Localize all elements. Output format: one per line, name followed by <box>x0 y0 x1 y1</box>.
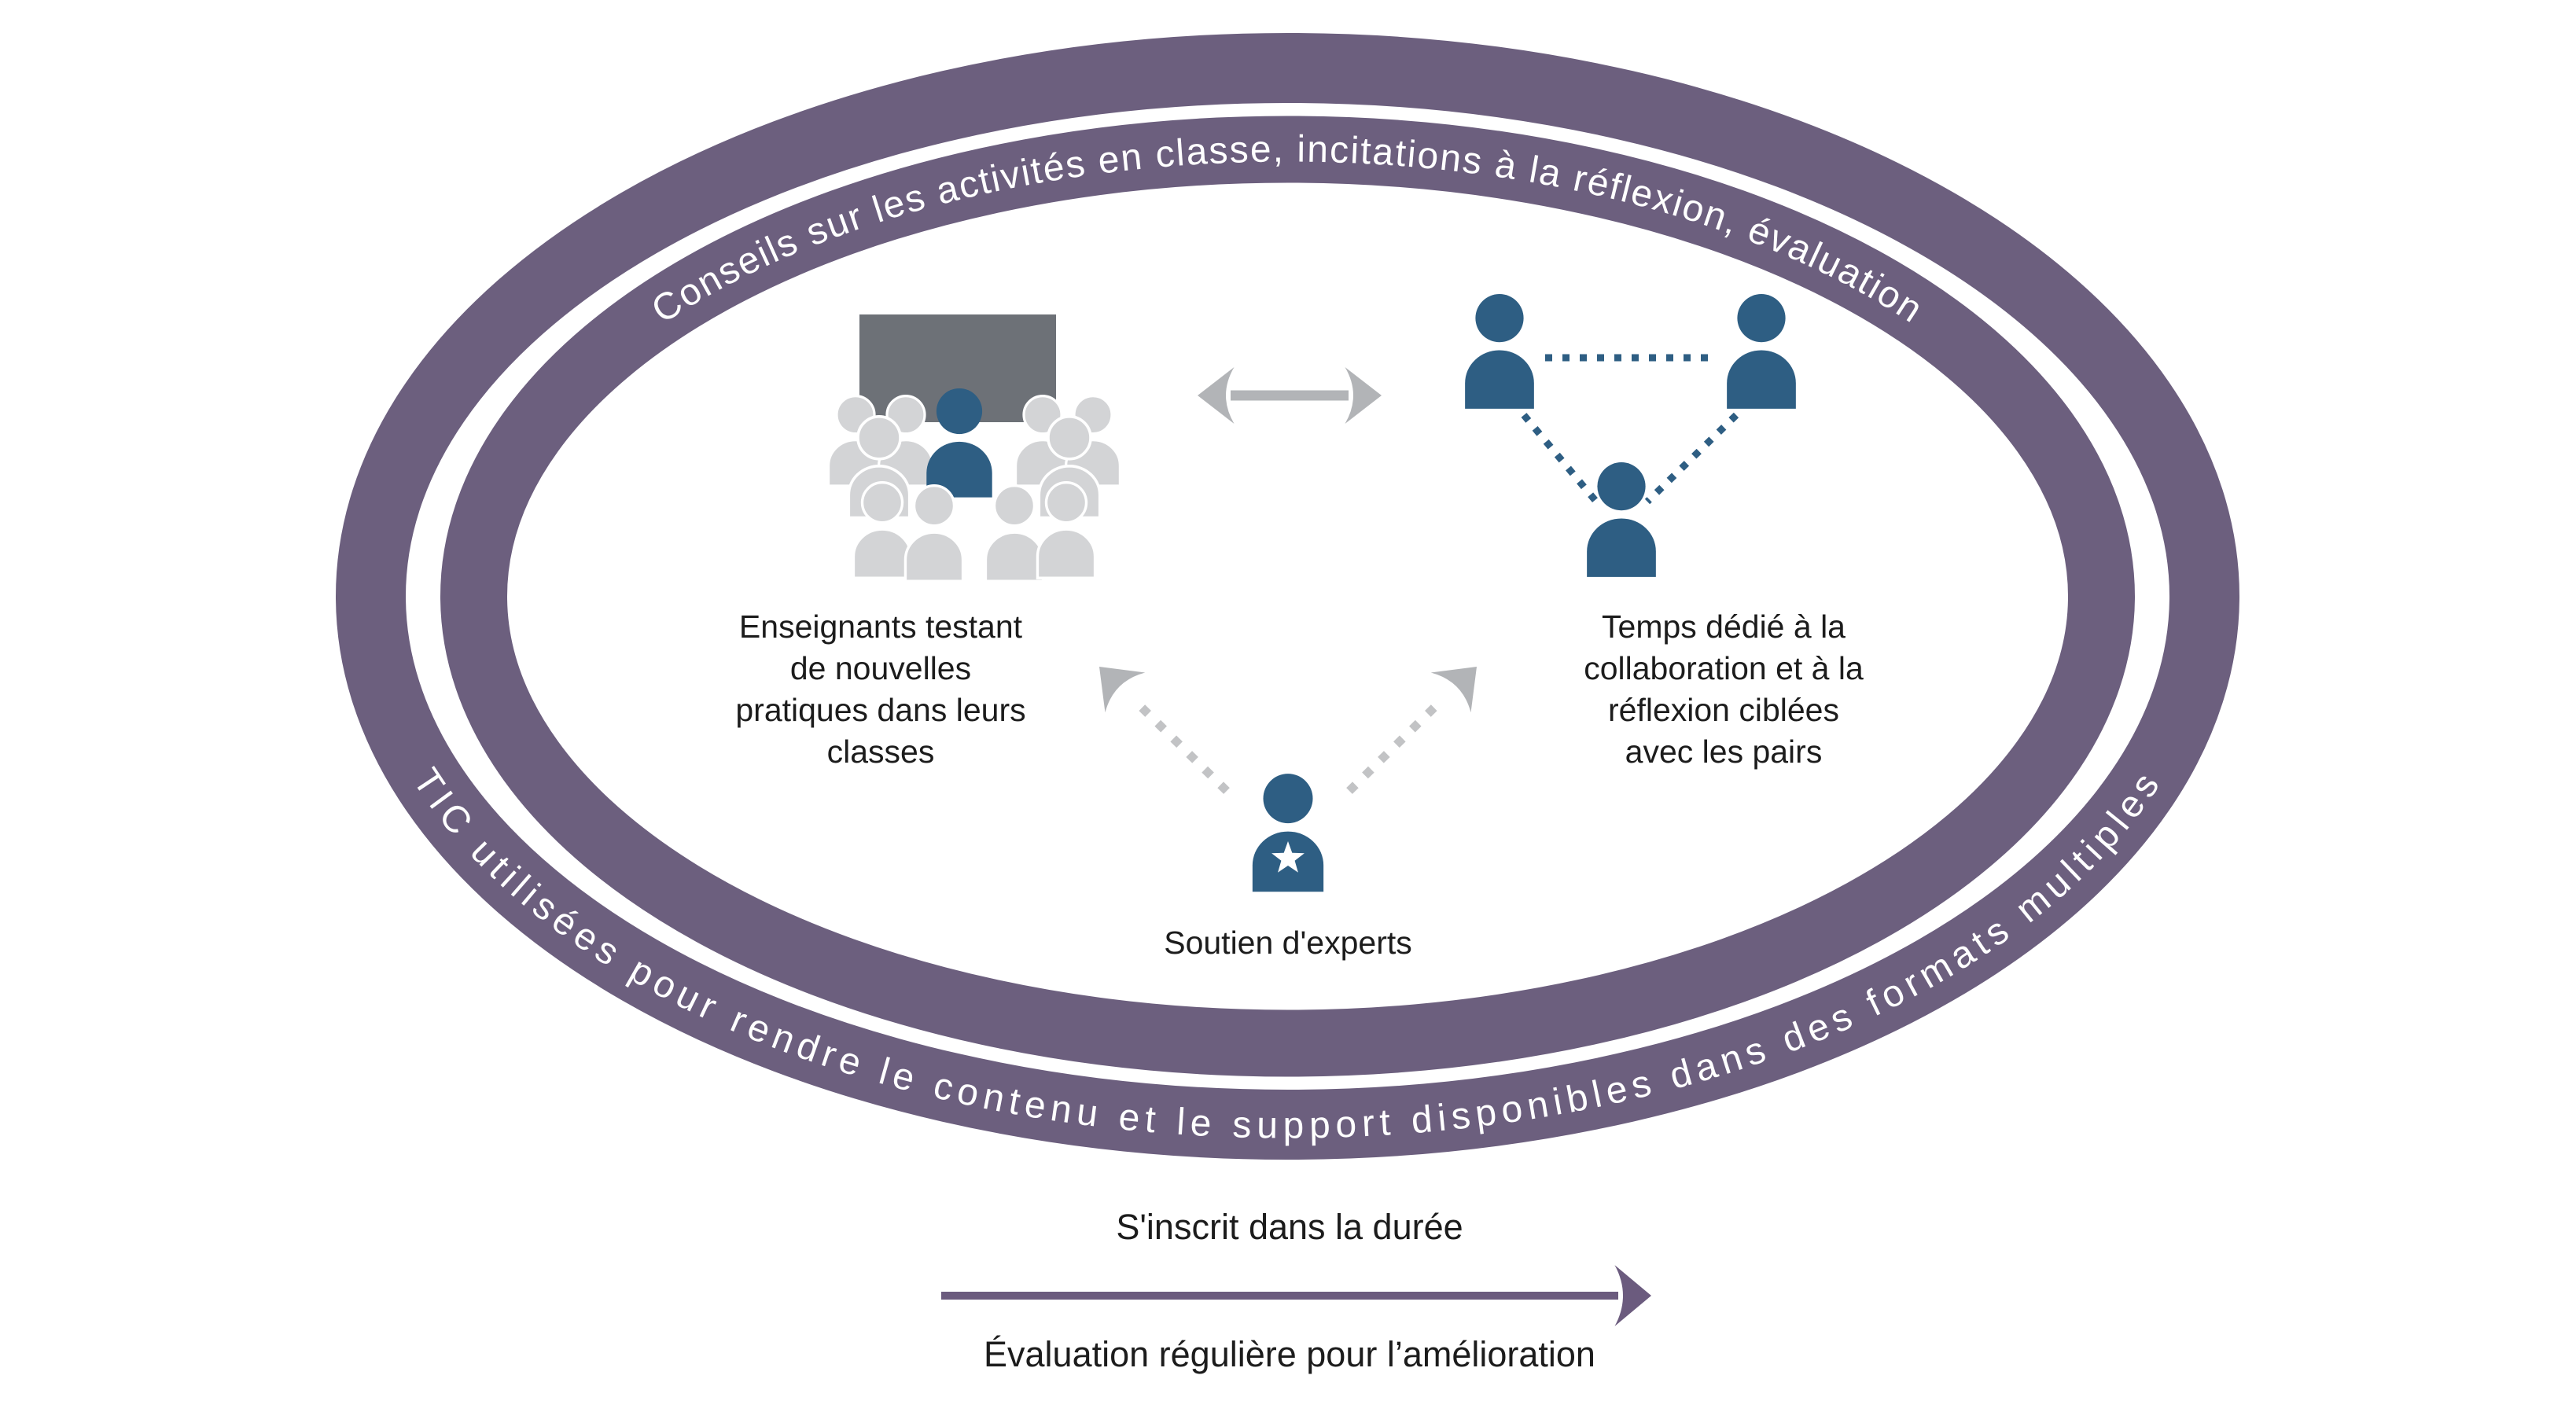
arrowhead-right <box>1345 367 1382 424</box>
arrowhead-left <box>1198 367 1235 424</box>
dotted-arrow-right <box>1346 646 1497 794</box>
person-icon <box>903 484 965 583</box>
presentation-crowd-icon <box>826 314 1122 583</box>
right-arrow-icon <box>941 1265 1651 1326</box>
footer-caption-below: Évaluation régulière pour l’amélioration <box>984 1334 1595 1374</box>
arrowhead-up-right <box>1430 646 1497 713</box>
expert-label: Soutien d'experts <box>1164 925 1412 961</box>
star-icon <box>1271 841 1305 873</box>
collaboration-label: Temps dédié à la collaboration et à la r… <box>1584 609 1864 770</box>
classroom-label-line: classes <box>827 734 935 770</box>
outer-ring <box>336 33 2239 1160</box>
network-link <box>1644 412 1739 505</box>
footer-caption-above: S'inscrit dans la durée <box>1116 1207 1463 1247</box>
double-headed-arrow-icon <box>1198 367 1382 424</box>
person-with-star-icon <box>1252 774 1324 892</box>
three-people-network-icon <box>1465 294 1796 577</box>
person-icon <box>1036 481 1097 579</box>
person-icon <box>1587 462 1656 577</box>
arrowhead-up-left <box>1079 646 1146 713</box>
collaboration-label-line: Temps dédié à la <box>1602 609 1846 645</box>
dotted-arrow-left <box>1079 646 1230 794</box>
collaboration-label-line: avec les pairs <box>1625 734 1823 770</box>
arrowhead-right <box>1614 1265 1651 1326</box>
person-icon <box>1727 294 1796 409</box>
collaboration-label-line: réflexion ciblées <box>1608 692 1839 728</box>
person-icon <box>852 481 913 579</box>
expert-person-icon <box>1252 774 1324 892</box>
classroom-label: Enseignants testant de nouvelles pratiqu… <box>735 609 1025 770</box>
collaboration-label-line: collaboration et à la <box>1584 650 1864 686</box>
inner-ring <box>440 116 2135 1077</box>
network-link <box>1521 413 1599 504</box>
person-icon <box>1465 294 1534 409</box>
classroom-label-line: de nouvelles <box>790 650 971 686</box>
classroom-label-line: pratiques dans leurs <box>735 692 1025 728</box>
person-icon <box>984 484 1045 583</box>
classroom-label-line: Enseignants testant <box>739 609 1023 645</box>
